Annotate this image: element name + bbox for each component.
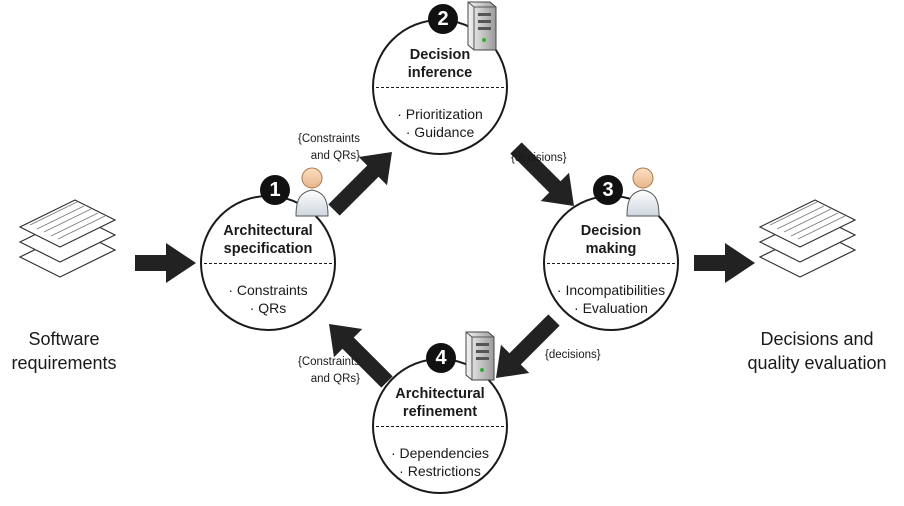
node-title-line: refinement <box>402 404 478 420</box>
node-divider <box>204 263 332 264</box>
node-item: · Constraints <box>228 282 308 298</box>
node-architectural-refinement: Architectural refinement · Dependencies … <box>372 358 508 494</box>
edge-label-line: {Constraints <box>297 133 360 145</box>
node-item: · QRs <box>249 300 287 316</box>
edge-label-line: {Constraints <box>297 356 360 368</box>
input-document-stack-icon <box>18 199 117 278</box>
node-divider <box>547 263 675 264</box>
input-label: Software requirements <box>0 327 128 375</box>
edge-label-3-to-4: {decisions} <box>545 347 601 364</box>
input-label-line: requirements <box>11 353 117 373</box>
node-divider <box>376 87 504 88</box>
input-label-line: Software <box>28 329 100 349</box>
node-title-line: Architectural <box>395 386 485 402</box>
node-item: · Evaluation <box>574 300 648 316</box>
node-divider <box>376 426 504 427</box>
node-title-line: Decision <box>580 223 642 239</box>
output-label: Decisions and quality evaluation <box>730 327 904 375</box>
node-item: · Restrictions <box>399 463 481 479</box>
step-badge-3: 3 <box>593 175 623 205</box>
node-title-line: inference <box>407 65 473 81</box>
node-item: · Incompatibilities <box>556 282 666 298</box>
node-item: · Guidance <box>405 124 475 140</box>
edge-label-line: {decisions} <box>545 349 601 361</box>
input-arrow <box>135 243 196 283</box>
edge-label-1-to-2: {Constraints and QRs} <box>298 131 360 165</box>
edge-label-line: {decisions} <box>511 152 567 164</box>
node-decision-inference: Decision inference · Prioritization · Gu… <box>372 19 508 155</box>
edge-label-4-to-1: {Constraints and QRs} <box>298 354 360 388</box>
edge-label-line: and QRs} <box>310 373 360 385</box>
edge-label-line: and QRs} <box>310 150 360 162</box>
node-item: · Prioritization <box>397 106 483 122</box>
output-label-line: quality evaluation <box>747 353 887 373</box>
node-decision-making: Decision making · Incompatibilities · Ev… <box>543 195 679 331</box>
step-badge-2: 2 <box>428 4 458 34</box>
node-item: · Dependencies <box>390 445 490 461</box>
node-title-line: Architectural <box>223 223 313 239</box>
output-document-stack-icon <box>758 199 857 278</box>
node-architectural-specification: Architectural specification · Constraint… <box>200 195 336 331</box>
step-badge-1: 1 <box>260 175 290 205</box>
edge-label-2-to-3: {decisions} <box>511 150 567 167</box>
output-label-line: Decisions and <box>760 329 874 349</box>
step-badge-4: 4 <box>426 343 456 373</box>
output-arrow <box>694 243 755 283</box>
node-title-line: Decision <box>409 47 471 63</box>
node-title-line: making <box>585 241 637 257</box>
node-title-line: specification <box>223 241 313 257</box>
